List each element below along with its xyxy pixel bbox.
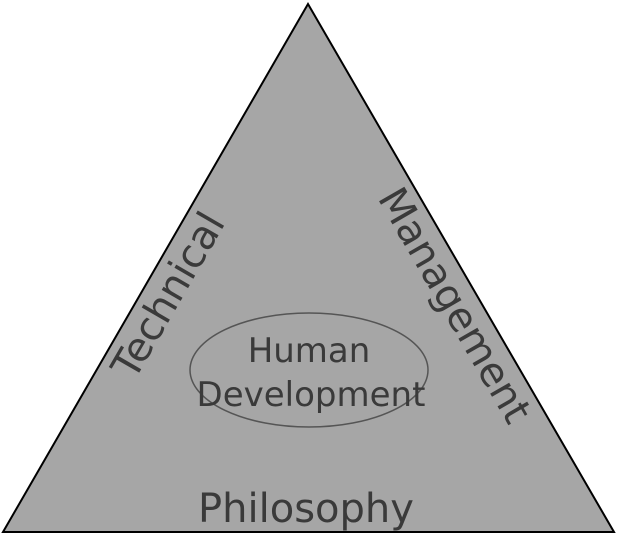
center-ellipse [189,312,429,428]
base-label: Philosophy [198,486,414,532]
triangle-shape [1,2,616,533]
center-label-line2: Development [197,375,426,415]
center-label-line1: Human [248,331,371,371]
